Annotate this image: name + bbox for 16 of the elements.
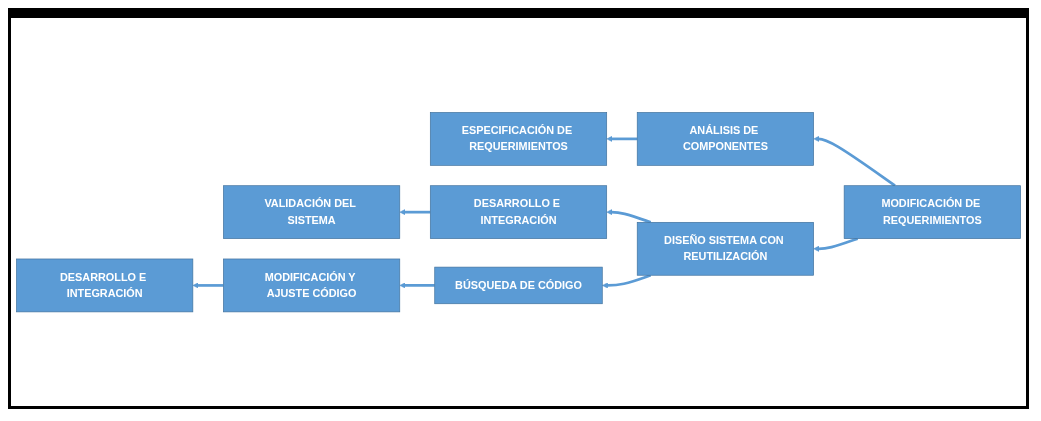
node-box: DESARROLLO E INTEGRACIÓN <box>16 258 194 313</box>
arrow <box>813 135 896 187</box>
node-box: DESARROLLO E INTEGRACIÓN <box>429 185 608 239</box>
arrow <box>813 237 859 252</box>
node-box: ANÁLISIS DE COMPONENTES <box>636 111 814 166</box>
arrow <box>192 282 224 289</box>
arrow <box>399 282 435 289</box>
arrow <box>606 135 638 142</box>
node-box: ESPECIFICACIÓN DE REQUERIMIENTOS <box>429 111 608 166</box>
arrow <box>606 209 652 224</box>
node-box: DISEÑO SISTEMA CON REUTILIZACIÓN <box>636 221 814 276</box>
node-box: MODIFICACIÓN DE REQUERIMIENTOS <box>843 185 1021 239</box>
node-box: BÚSQUEDA DE CÓDIGO <box>434 266 603 304</box>
node-box: VALIDACIÓN DEL SISTEMA <box>223 185 401 239</box>
arrow <box>399 209 431 215</box>
node-box: MODIFICACIÓN Y AJUSTE CÓDIGO <box>223 258 401 313</box>
